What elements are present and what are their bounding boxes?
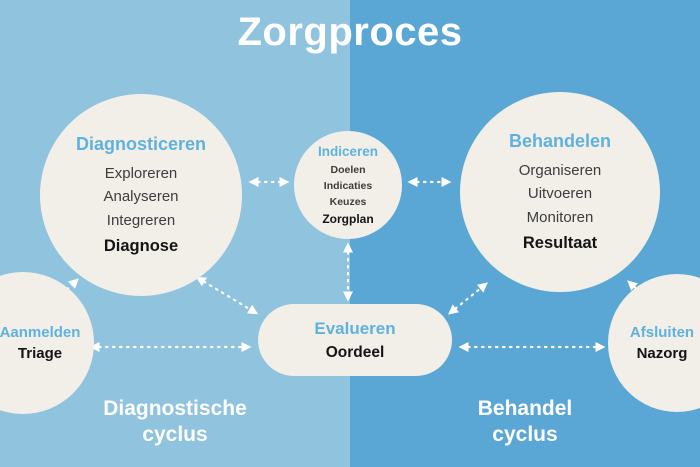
label-diagnostische-cyclus: Diagnostische cyclus <box>65 396 285 449</box>
node-item: Monitoren <box>526 208 594 226</box>
node-result: Nazorg <box>636 345 688 362</box>
node-indiceren: Indiceren Doelen Indicaties Keuzes Zorgp… <box>294 131 402 239</box>
node-item: Uitvoeren <box>527 185 593 203</box>
node-heading: Afsluiten <box>629 324 695 341</box>
label-behandel-cyclus: Behandel cyclus <box>430 396 620 449</box>
label-line: cyclus <box>492 423 558 447</box>
node-heading: Evalueren <box>314 318 396 338</box>
label-line: Diagnostische <box>103 397 247 420</box>
node-result: Zorgplan <box>322 212 374 227</box>
node-result: Diagnose <box>103 236 179 255</box>
node-diagnosticeren: Diagnosticeren Exploreren Analyseren Int… <box>40 94 242 296</box>
node-heading: Behandelen <box>508 131 612 152</box>
node-item: Organiseren <box>518 162 602 180</box>
node-behandelen: Behandelen Organiseren Uitvoeren Monitor… <box>460 92 660 292</box>
node-result: Oordeel <box>325 343 385 361</box>
label-line: cyclus <box>142 423 208 447</box>
node-evalueren: Evalueren Oordeel <box>258 304 452 376</box>
node-item: Doelen <box>330 163 366 176</box>
node-item: Exploreren <box>104 165 178 183</box>
node-item: Integreren <box>106 211 176 229</box>
node-item: Analyseren <box>103 188 179 206</box>
node-item: Keuzes <box>329 196 367 209</box>
node-heading: Diagnosticeren <box>75 134 207 155</box>
label-line: Behandel <box>477 397 573 420</box>
node-result: Resultaat <box>522 233 598 252</box>
diagram-title: Zorgproces <box>237 10 463 54</box>
node-result: Triage <box>17 345 63 362</box>
node-heading: Aanmelden <box>0 324 81 341</box>
node-heading: Indiceren <box>317 143 379 159</box>
node-item: Indicaties <box>323 179 373 192</box>
